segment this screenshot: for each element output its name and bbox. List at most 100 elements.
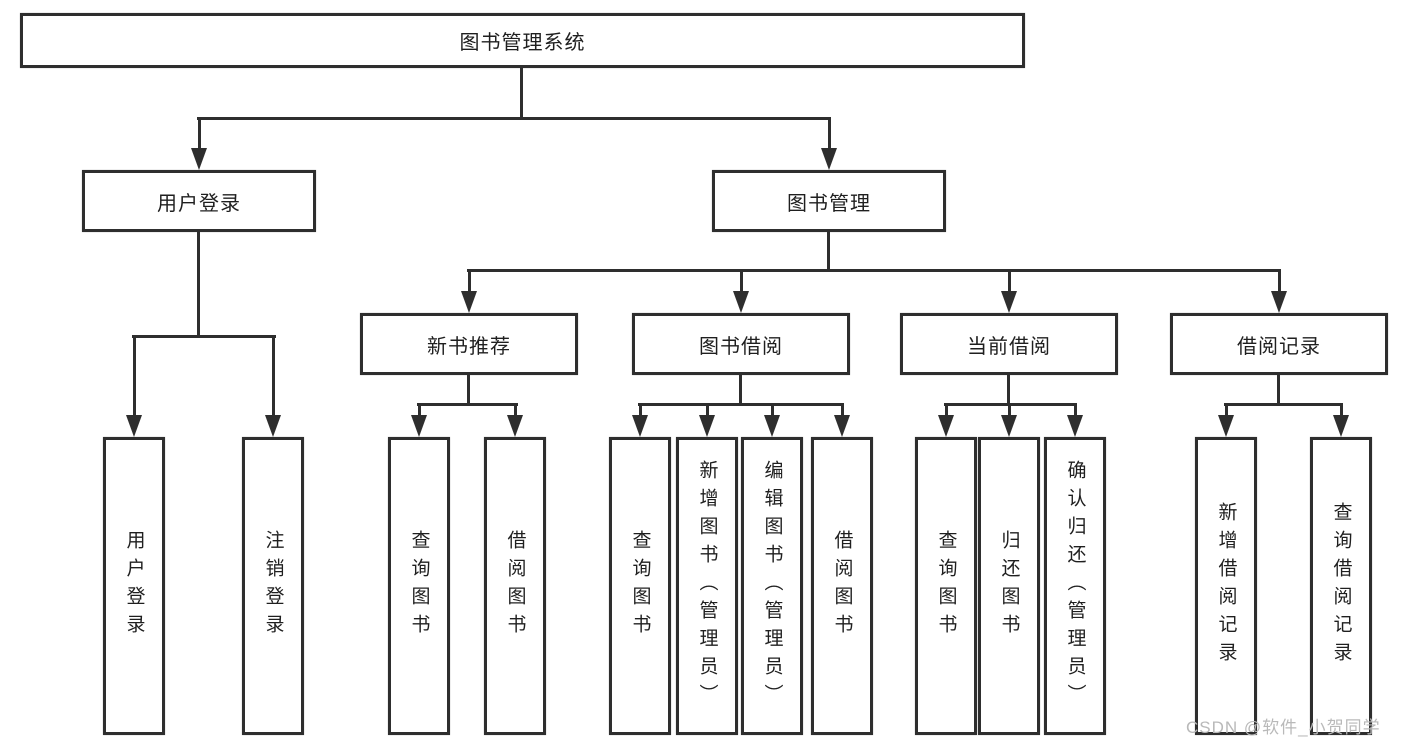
connector-arrow-stem [638,406,642,415]
node-leaf-borrow-books-2: 借阅图书 [811,437,873,735]
node-leaf-borrow-books-1: 借阅图书 [484,437,546,735]
arrow-down-icon [821,148,837,170]
connector-arrow [507,406,523,437]
connector-group-rail [417,403,518,406]
node-leaf-query-borrow-record-label: 查询借阅记录 [1330,502,1352,670]
arrow-down-icon [1271,291,1287,313]
connector-arrow [1067,406,1083,437]
connector-arrow-stem [271,338,275,415]
connector-group-stem [1277,373,1280,406]
node-book-borrowing-label: 图书借阅 [699,335,783,358]
arrow-down-icon [699,415,715,437]
connector-group-rail [1224,403,1343,406]
connector-arrow-stem [705,406,709,415]
node-borrowing-records: 借阅记录 [1170,313,1388,375]
node-leaf-return-books-label: 归还图书 [998,530,1020,642]
node-leaf-edit-books-admin-label: 编辑图书（管理员） [761,460,783,712]
connector-arrow [265,338,281,437]
connector-arrow [834,406,850,437]
node-leaf-borrow-books-1-label: 借阅图书 [504,530,526,642]
connector-arrow-stem [417,406,421,415]
connector-arrow [191,120,207,170]
connector-arrow-stem [840,406,844,415]
connector-group-stem [1007,373,1010,406]
connector-user-login-stem [197,232,200,338]
node-leaf-confirm-return-admin-label: 确认归还（管理员） [1064,460,1086,712]
connector-arrow-stem [1277,272,1281,291]
node-leaf-query-books-2: 查询图书 [609,437,671,735]
node-borrowing-records-label: 借阅记录 [1237,335,1321,358]
arrow-down-icon [191,148,207,170]
node-leaf-add-borrow-record-label: 新增借阅记录 [1215,502,1237,670]
arrow-down-icon [1001,415,1017,437]
node-leaf-add-borrow-record: 新增借阅记录 [1195,437,1257,735]
arrow-down-icon [126,415,142,437]
node-leaf-confirm-return-admin: 确认归还（管理员） [1044,437,1106,735]
node-leaf-edit-books-admin: 编辑图书（管理员） [741,437,803,735]
connector-arrow-stem [1073,406,1077,415]
connector-arrow [1001,272,1017,313]
node-leaf-user-login: 用户登录 [103,437,165,735]
node-leaf-logout: 注销登录 [242,437,304,735]
connector-arrow [1001,406,1017,437]
node-current-borrowing-label: 当前借阅 [967,335,1051,358]
node-leaf-query-books-3-label: 查询图书 [935,530,957,642]
node-leaf-return-books: 归还图书 [978,437,1040,735]
node-leaf-logout-label: 注销登录 [262,530,284,642]
csdn-watermark: CSDN @软件_小贺同学 [1186,718,1381,737]
connector-arrow [1218,406,1234,437]
connector-arrow-stem [739,272,743,291]
node-new-book-recommendation-label: 新书推荐 [427,335,511,358]
node-leaf-query-books-1: 查询图书 [388,437,450,735]
connector-arrow-stem [1224,406,1228,415]
connector-arrow-stem [944,406,948,415]
connector-arrow-stem [513,406,517,415]
node-leaf-query-books-1-label: 查询图书 [408,530,430,642]
arrow-down-icon [1001,291,1017,313]
connector-arrow-stem [1007,406,1011,415]
node-book-management: 图书管理 [712,170,946,232]
connector-arrow [699,406,715,437]
connector-level1-rail [197,117,831,120]
arrow-down-icon [1218,415,1234,437]
connector-user-login-rail [132,335,276,338]
arrow-down-icon [507,415,523,437]
connector-arrow-stem [132,338,136,415]
arrow-down-icon [1067,415,1083,437]
connector-arrow-stem [1339,406,1343,415]
node-root: 图书管理系统 [20,13,1025,68]
node-leaf-borrow-books-2-label: 借阅图书 [831,530,853,642]
connector-arrow [411,406,427,437]
connector-group-stem [739,373,742,406]
node-leaf-user-login-label: 用户登录 [123,530,145,642]
connector-arrow [764,406,780,437]
node-leaf-add-books-admin-label: 新增图书（管理员） [696,460,718,712]
connector-arrow [821,120,837,170]
connector-arrow [938,406,954,437]
arrow-down-icon [1333,415,1349,437]
arrow-down-icon [411,415,427,437]
node-user-login-label: 用户登录 [157,192,241,215]
node-book-management-label: 图书管理 [787,192,871,215]
arrow-down-icon [632,415,648,437]
connector-arrow-stem [197,120,201,148]
node-root-label: 图书管理系统 [459,32,586,54]
connector-arrow-stem [827,120,831,148]
arrow-down-icon [461,291,477,313]
node-leaf-query-borrow-record: 查询借阅记录 [1310,437,1372,735]
connector-arrow-stem [467,272,471,291]
connector-arrow [126,338,142,437]
arrow-down-icon [764,415,780,437]
connector-arrow [632,406,648,437]
connector-group-stem [467,373,470,406]
node-user-login: 用户登录 [82,170,316,232]
arrow-down-icon [265,415,281,437]
node-leaf-query-books-2-label: 查询图书 [629,530,651,642]
node-book-borrowing: 图书借阅 [632,313,850,375]
arrow-down-icon [834,415,850,437]
arrow-down-icon [938,415,954,437]
connector-group-rail [944,403,1077,406]
connector-root-stem [520,66,523,120]
node-leaf-query-books-3: 查询图书 [915,437,977,735]
